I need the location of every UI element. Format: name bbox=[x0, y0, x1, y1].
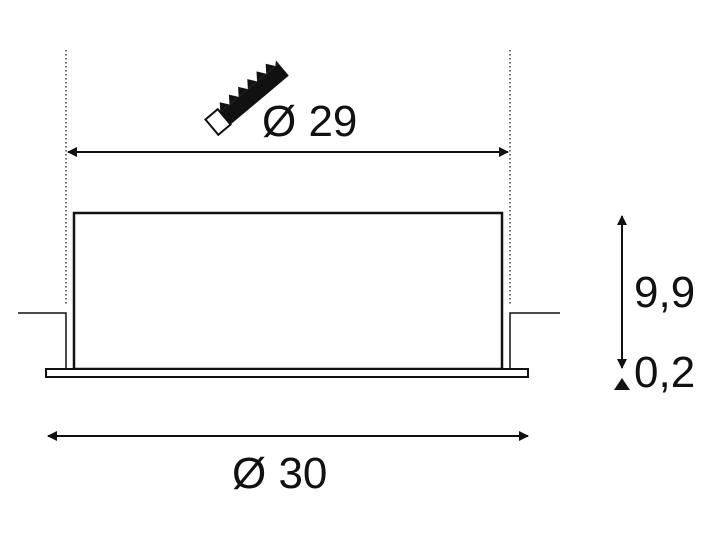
housing-body bbox=[72, 211, 504, 371]
ceiling-left bbox=[18, 312, 67, 370]
body-height-label: 9,9 bbox=[634, 268, 695, 317]
flange-thickness-arrow bbox=[614, 378, 630, 390]
flange-thickness-label: 0,2 bbox=[634, 348, 695, 397]
ceiling-right bbox=[509, 312, 560, 370]
cutout-diameter-label: Ø 29 bbox=[262, 97, 357, 146]
flange bbox=[45, 368, 529, 378]
outer-diameter-label: Ø 30 bbox=[232, 449, 327, 498]
hole-saw-icon bbox=[204, 60, 289, 137]
